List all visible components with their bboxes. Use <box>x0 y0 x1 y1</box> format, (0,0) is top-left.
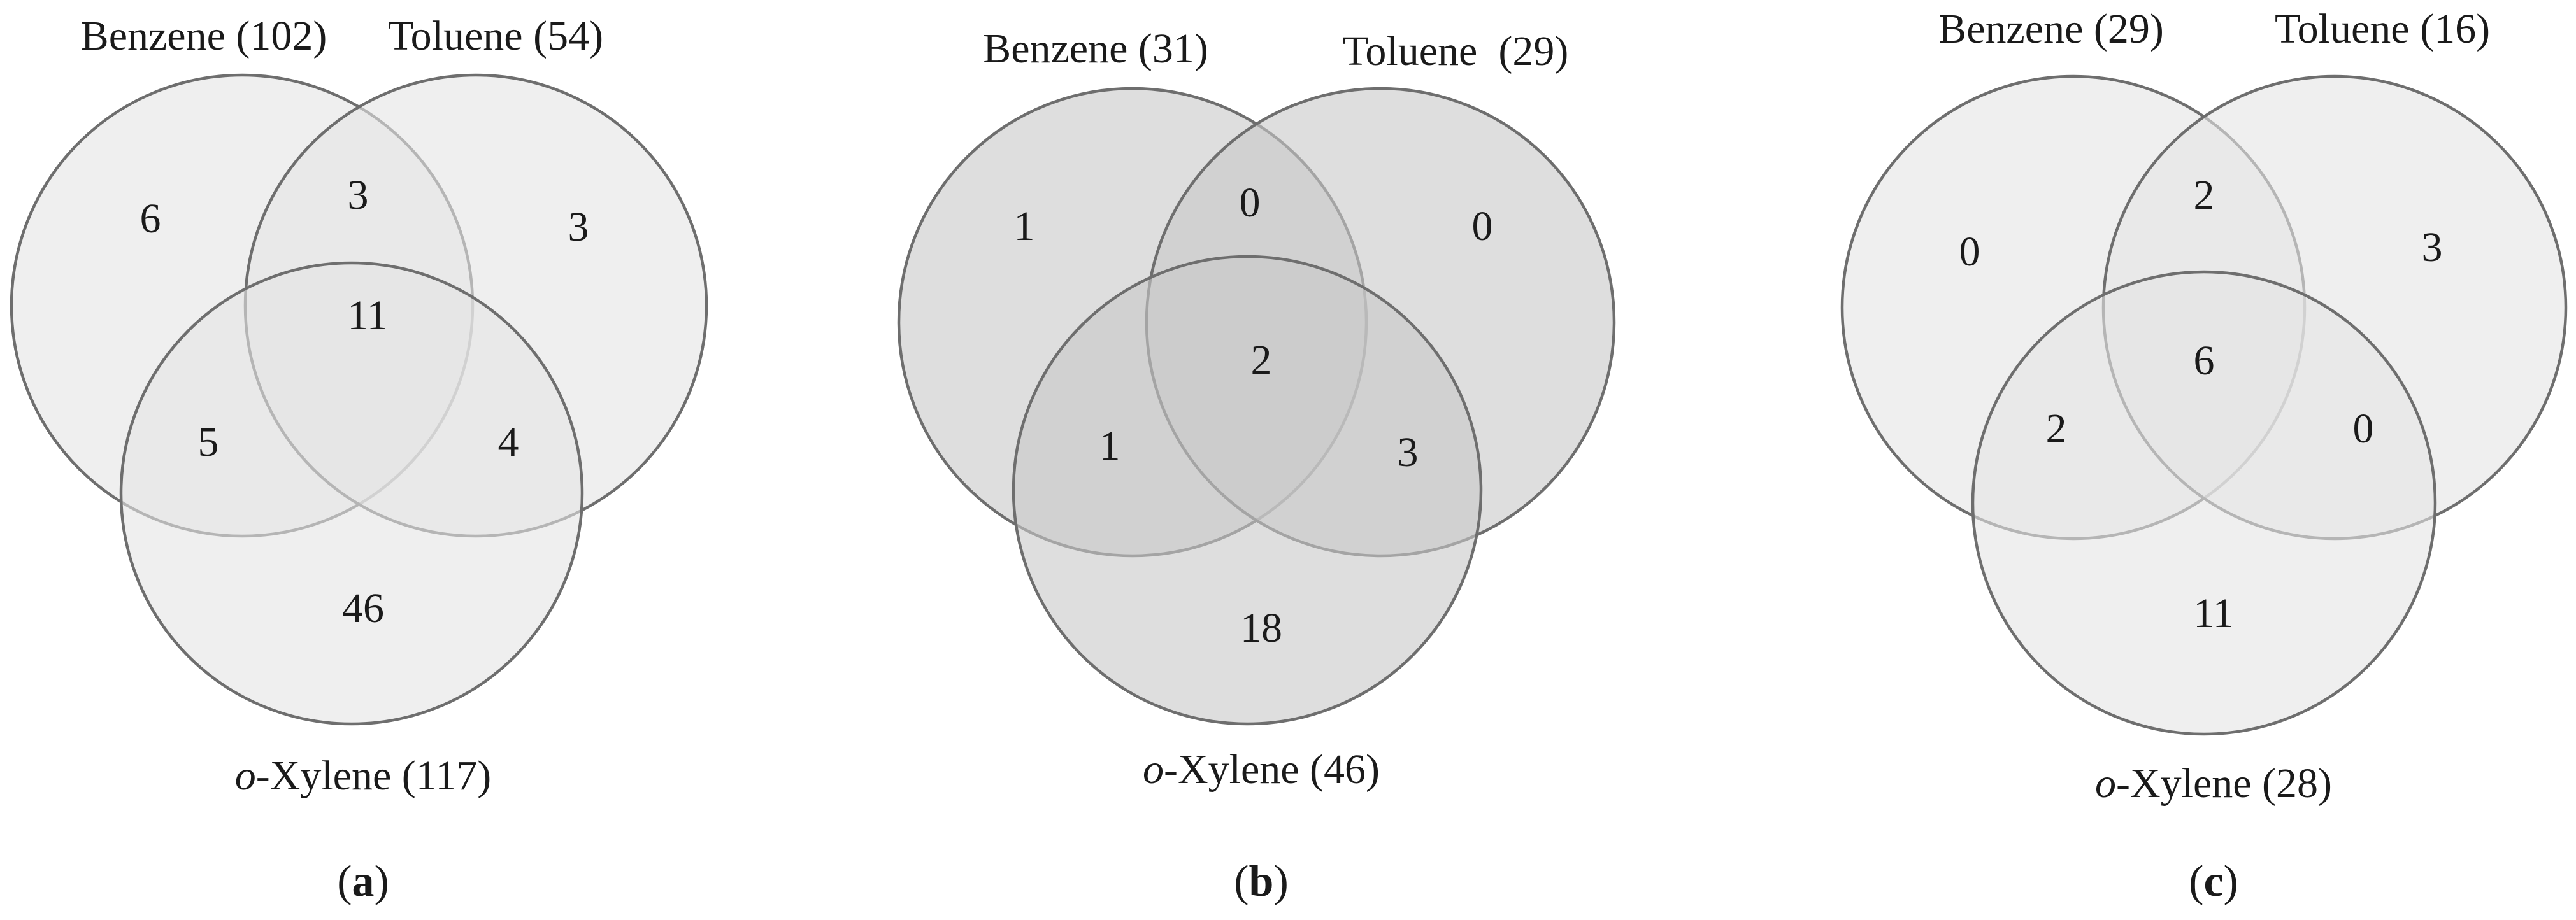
region-xylene-only-c: 11 <box>2193 590 2234 637</box>
toluene-set-label-c: Toluene (16) <box>2275 6 2490 52</box>
region-benzene-toluene-b: 0 <box>1240 180 1261 226</box>
region-all-three-c: 6 <box>2194 337 2215 384</box>
xylene-suffix-c: -Xylene (28) <box>2116 760 2332 807</box>
xylene-suffix-b: -Xylene (46) <box>1164 746 1380 793</box>
region-all-three-b: 2 <box>1251 337 1272 383</box>
xylene-prefix-a: o <box>235 753 256 799</box>
region-benzene-xylene-b: 1 <box>1099 423 1120 469</box>
region-benzene-xylene-a: 5 <box>198 419 219 465</box>
region-xylene-only-b: 18 <box>1240 605 1282 651</box>
panel-letter-c: (c) <box>2189 857 2238 906</box>
xylene-suffix-a: -Xylene (117) <box>256 753 492 799</box>
region-xylene-only-a: 46 <box>342 585 384 632</box>
benzene-set-label-a: Benzene (102) <box>81 13 327 59</box>
region-toluene-xylene-b: 3 <box>1398 429 1419 476</box>
region-benzene-only-b: 1 <box>1014 203 1035 250</box>
xylene-prefix-c: o <box>2095 760 2116 807</box>
region-toluene-only-a: 3 <box>568 204 589 250</box>
region-all-three-a: 11 <box>347 292 388 339</box>
region-toluene-xylene-a: 4 <box>498 419 519 465</box>
benzene-set-label-c: Benzene (29) <box>1938 6 2164 52</box>
toluene-set-label-b: Toluene (29) <box>1343 28 1569 74</box>
panel-letter-b: (b) <box>1234 857 1289 906</box>
region-benzene-xylene-c: 2 <box>2046 406 2067 452</box>
region-toluene-xylene-c: 0 <box>2353 406 2374 452</box>
venn-panel-b: Benzene (31) Toluene (29) o-Xylene (46) … <box>897 25 1616 906</box>
xylene-set-label-b: o-Xylene (46) <box>1143 746 1380 793</box>
xylene-prefix-b: o <box>1143 746 1164 793</box>
region-benzene-only-a: 6 <box>140 195 161 242</box>
region-toluene-only-c: 3 <box>2422 224 2443 271</box>
region-benzene-toluene-a: 3 <box>348 172 369 218</box>
xylene-circle-a <box>119 261 584 726</box>
venn-panel-a: Benzene (102) Toluene (54) o-Xylene (117… <box>10 13 708 906</box>
xylene-circle-b <box>1012 255 1483 726</box>
region-toluene-only-b: 0 <box>1472 203 1493 250</box>
panel-letter-a: (a) <box>337 857 389 906</box>
xylene-circle-c <box>1971 270 2437 736</box>
venn-panel-c: Benzene (29) Toluene (16) o-Xylene (28) … <box>1840 6 2568 906</box>
toluene-set-label-a: Toluene (54) <box>388 13 603 59</box>
benzene-set-label-b: Benzene (31) <box>983 25 1208 72</box>
xylene-set-label-a: o-Xylene (117) <box>235 753 492 799</box>
region-benzene-toluene-c: 2 <box>2194 172 2215 218</box>
region-benzene-only-c: 0 <box>1959 229 1980 275</box>
xylene-set-label-c: o-Xylene (28) <box>2095 760 2332 807</box>
